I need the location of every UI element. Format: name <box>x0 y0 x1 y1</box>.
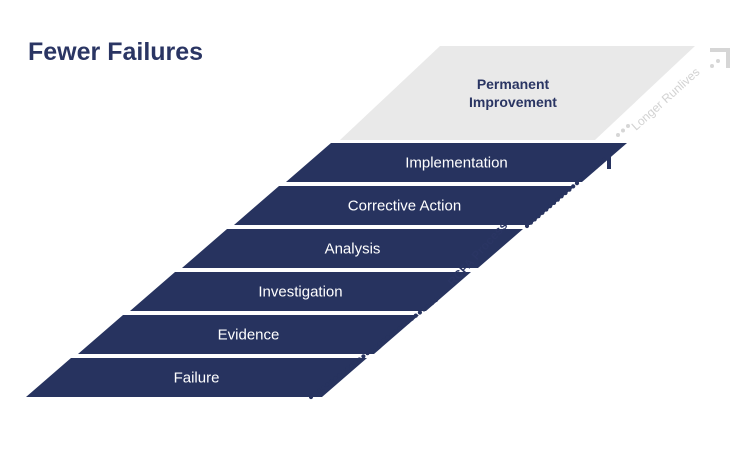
rcfa-lower-dot <box>405 319 410 324</box>
rcfa-upper-dot <box>578 177 584 182</box>
rcfa-lower-dot <box>373 344 378 349</box>
rcfa-lower-dot <box>345 366 350 371</box>
rcfa-upper-dot <box>571 184 576 189</box>
rcfa-lower-dot <box>433 297 439 303</box>
runlives-lower-dot <box>621 128 625 133</box>
rcfa-lower-dot <box>425 304 430 309</box>
rcfa-upper-dot <box>601 157 607 163</box>
rcfa-lower-dot <box>377 341 382 346</box>
rcfa-lower-dot <box>401 322 406 328</box>
step-4-shape <box>182 229 523 268</box>
rcfa-lower-dot <box>317 388 322 393</box>
rcfa-arrow <box>308 150 611 400</box>
rcfa-upper-dot <box>532 217 537 222</box>
rcfa-lower-dot <box>381 338 386 343</box>
runlives-upper-head <box>710 48 730 68</box>
rcfa-lower-dot <box>349 363 354 368</box>
rcfa-upper-dot <box>590 167 595 172</box>
rcfa-lower-dot <box>385 335 390 340</box>
step-1-shape <box>26 358 367 397</box>
step-5-label: Corrective Action <box>348 198 461 215</box>
step-2-shape <box>78 315 419 354</box>
rcfa-upper-head <box>592 150 611 169</box>
rcfa-lower-dot <box>361 354 366 359</box>
rcfa-lower-dot <box>308 394 314 400</box>
permanent-improvement-slab <box>340 46 695 140</box>
steps-group: Failure Evidence Investigation Analysis Corr… <box>26 143 627 397</box>
rcfa-lower-dot <box>325 382 330 387</box>
step-2-label: Evidence <box>218 327 280 344</box>
step-3-shape <box>130 272 471 311</box>
rcfa-lower-dot <box>409 316 414 321</box>
rcfa-upper-dot <box>555 197 560 202</box>
rcfa-lower-dot <box>369 348 374 353</box>
rcfa-upper-dot <box>528 220 534 225</box>
step-1-label: Failure <box>174 370 220 387</box>
rcfa-upper-dot <box>536 214 541 219</box>
runlives-upper-dot <box>716 59 720 63</box>
rcfa-upper-dot <box>551 200 557 205</box>
page-title: Fewer Failures <box>28 38 204 66</box>
step-5-shape <box>234 186 575 225</box>
rcfa-lower-dot <box>429 301 435 306</box>
rcfa-upper-dot <box>574 181 580 186</box>
rcfa-upper-dot <box>567 187 572 192</box>
rcfa-lower-dot <box>365 351 370 356</box>
rcfa-lower-dot <box>357 357 362 362</box>
rcfa-lower-dot <box>353 360 358 365</box>
rcfa-upper-dot <box>594 164 599 169</box>
rcfa-upper-dot <box>598 161 603 166</box>
permanent-improvement-line1: Permanent <box>477 76 550 92</box>
rcfa-upper-dot <box>559 194 564 199</box>
rcfa-upper-dot <box>524 223 530 229</box>
rcfa-lower-dot <box>389 332 394 337</box>
step-3-label: Investigation <box>258 284 342 301</box>
rcfa-lower-dot <box>413 313 418 318</box>
rcfa-upper-dot <box>586 171 591 176</box>
step-4-label: Analysis <box>325 241 381 258</box>
longer-runlives-arrow <box>616 48 730 137</box>
rcfa-lower-dot <box>341 369 346 375</box>
step-6-label: Implementation <box>405 155 508 172</box>
rcfa-lower-dot <box>421 307 426 312</box>
rcfa-upper-dot <box>582 174 587 179</box>
rcfa-lower-dot <box>312 391 318 396</box>
runlives-lower-dot <box>626 124 630 128</box>
rcfa-lower-dot <box>393 329 398 334</box>
step-6-shape <box>286 143 627 182</box>
runlives-upper-dot <box>710 64 714 68</box>
rcfa-lower-dot <box>337 373 342 378</box>
rcfa-lower-dot <box>329 379 334 384</box>
rcfa-lower-dot <box>417 310 422 315</box>
rcfa-upper-dot <box>548 204 553 209</box>
rcfa-lower-dot <box>397 326 402 331</box>
rcfa-upper-dot <box>540 210 545 215</box>
rcfa-lower-dot <box>321 385 326 390</box>
rcfa-lower-dot <box>333 376 338 381</box>
rcfa-upper-dot <box>544 207 549 212</box>
permanent-improvement-line2: Improvement <box>469 94 557 110</box>
rcfa-upper-dot <box>563 190 568 196</box>
runlives-lower-dot <box>616 133 620 137</box>
